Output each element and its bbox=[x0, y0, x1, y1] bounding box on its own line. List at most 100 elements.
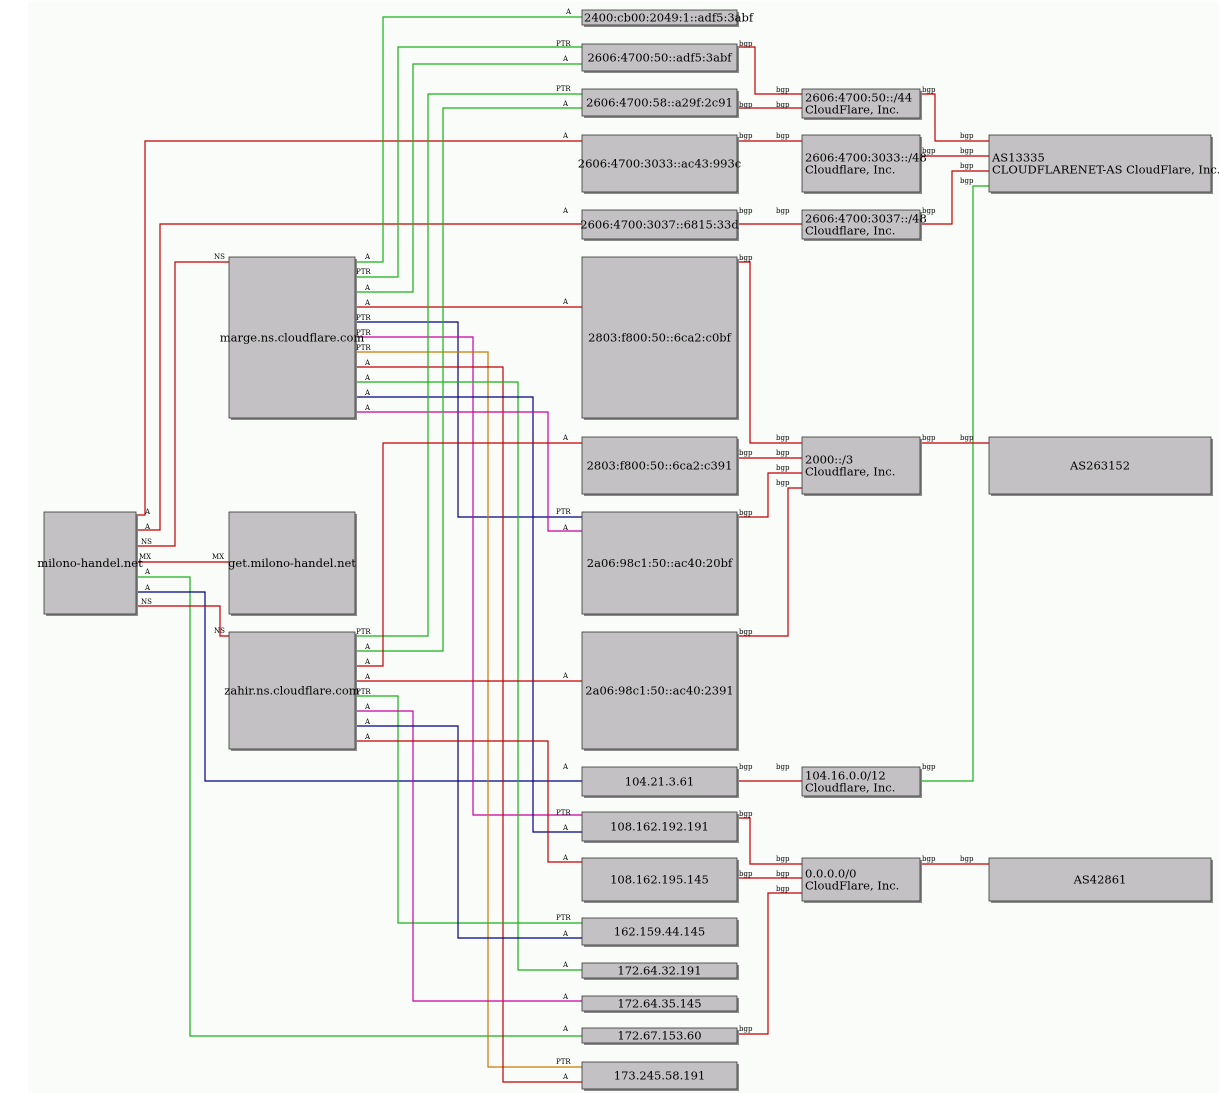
edge-milono-172-67 bbox=[137, 576, 582, 1037]
edge-label-a: A bbox=[562, 854, 569, 862]
edge-label-a: A bbox=[364, 299, 371, 307]
node-get[interactable]: get.milono-handel.net bbox=[228, 511, 357, 616]
node-ip-2606-58[interactable]: 2606:4700:58::a29f:2c91 bbox=[581, 88, 739, 118]
node-ip-2803-91[interactable]: 2803:f800:50::6ca2:c391 bbox=[581, 436, 739, 496]
node-box bbox=[581, 9, 738, 26]
edge-zahir-2803-91 bbox=[355, 442, 582, 667]
edge-label-a: A bbox=[364, 658, 371, 666]
edge-label-bgp: bgp bbox=[922, 763, 936, 771]
edge-label-bgp: bgp bbox=[739, 40, 753, 48]
edge-bgp-2a06-bf bbox=[737, 472, 802, 518]
edge-label-bgp: bgp bbox=[739, 449, 753, 457]
node-ip-173[interactable]: 173.245.58.191 bbox=[581, 1061, 739, 1091]
node-ip-2803-bf[interactable]: 2803:f800:50::6ca2:c0bf bbox=[581, 256, 739, 420]
node-ip-172-67[interactable]: 172.67.153.60 bbox=[581, 1027, 739, 1045]
edge-label-a: A bbox=[562, 1073, 569, 1081]
edge-label-bgp: bgp bbox=[776, 101, 790, 109]
edge-label-bgp: bgp bbox=[776, 479, 790, 487]
edge-label-bgp: bgp bbox=[776, 855, 790, 863]
edge-label-a: A bbox=[364, 389, 371, 397]
node-ip-108-191[interactable]: 108.162.192.191 bbox=[581, 811, 739, 843]
node-box bbox=[581, 88, 738, 117]
edge-marge-173 bbox=[355, 366, 582, 1083]
node-box bbox=[581, 811, 738, 842]
node-box bbox=[228, 511, 356, 615]
node-ip-2606-50[interactable]: 2606:4700:50::adf5:3abf bbox=[581, 43, 739, 73]
node-box bbox=[581, 995, 738, 1012]
edge-label-ptr: PTR bbox=[356, 628, 371, 636]
edge-label-a: A bbox=[562, 100, 569, 108]
node-ip-2a06-bf[interactable]: 2a06:98c1:50::ac40:20bf bbox=[581, 511, 739, 616]
edge-label-a: A bbox=[562, 993, 569, 1001]
edge-bgp-net-3037-as bbox=[920, 170, 989, 225]
edge-label-a: A bbox=[364, 359, 371, 367]
edge-label-bgp: bgp bbox=[922, 86, 936, 94]
node-label: 172.67.153.60 bbox=[617, 1029, 701, 1043]
node-milono[interactable]: milono-handel.net bbox=[37, 511, 143, 616]
edge-marge-ptr-2a06-bf bbox=[355, 321, 582, 518]
node-box bbox=[988, 857, 1212, 902]
edge-label-a: A bbox=[562, 434, 569, 442]
node-label: 2606:4700:3033::/48 bbox=[805, 151, 927, 165]
node-ip-2a06-91[interactable]: 2a06:98c1:50::ac40:2391 bbox=[581, 631, 739, 751]
node-label: AS42861 bbox=[1073, 873, 1127, 887]
node-as263152[interactable]: AS263152 bbox=[988, 436, 1213, 496]
edge-label-a: A bbox=[562, 298, 569, 306]
node-marge[interactable]: marge.ns.cloudflare.com bbox=[220, 256, 365, 420]
node-box bbox=[581, 436, 738, 495]
edge-label-ptr: PTR bbox=[356, 329, 371, 337]
node-box bbox=[801, 134, 921, 193]
node-box bbox=[581, 511, 738, 615]
node-label: 2400:cb00:2049:1::adf5:3abf bbox=[584, 11, 754, 25]
edge-label-bgp: bgp bbox=[922, 207, 936, 215]
edge-label-ns: NS bbox=[141, 598, 152, 606]
edge-label-a: A bbox=[562, 55, 569, 63]
node-box bbox=[801, 88, 921, 119]
edge-bgp-108-191 bbox=[737, 817, 802, 865]
edge-label-a: A bbox=[562, 824, 569, 832]
node-label: 2606:4700:58::a29f:2c91 bbox=[586, 96, 733, 110]
node-ip-3037[interactable]: 2606:4700:3037::6815:33d bbox=[580, 209, 739, 241]
node-box bbox=[988, 134, 1212, 193]
edge-zahir-ptr-2606-58 bbox=[355, 93, 582, 637]
edge-label-ns: NS bbox=[214, 627, 225, 635]
node-zahir[interactable]: zahir.ns.cloudflare.com bbox=[224, 631, 360, 751]
node-as42861[interactable]: AS42861 bbox=[988, 857, 1213, 903]
node-label: 2606:4700:3033::ac43:993c bbox=[578, 157, 742, 171]
edge-label-bgp: bgp bbox=[776, 870, 790, 878]
edge-label-bgp: bgp bbox=[960, 177, 974, 185]
node-ip-162[interactable]: 162.159.44.145 bbox=[581, 917, 739, 947]
node-ip-104[interactable]: 104.21.3.61 bbox=[581, 766, 739, 798]
node-ip-172-64-32[interactable]: 172.64.32.191 bbox=[581, 962, 739, 980]
node-label: milono-handel.net bbox=[37, 556, 143, 570]
node-label: Cloudflare, Inc. bbox=[805, 163, 895, 177]
node-box bbox=[581, 917, 738, 946]
node-ip-108-145[interactable]: 108.162.195.145 bbox=[581, 857, 739, 903]
edge-label-ns: NS bbox=[141, 538, 152, 546]
edge-label-a: A bbox=[364, 718, 371, 726]
node-label: marge.ns.cloudflare.com bbox=[220, 331, 365, 345]
node-label: 2a06:98c1:50::ac40:2391 bbox=[585, 684, 733, 698]
node-box bbox=[581, 766, 738, 797]
edge-label-ptr: PTR bbox=[556, 508, 571, 516]
edge-label-bgp: bgp bbox=[960, 855, 974, 863]
edge-zahir-2606-58 bbox=[355, 107, 582, 652]
edge-bgp-net-2606-50-as bbox=[920, 93, 989, 142]
node-label: 2606:4700:3037::/48 bbox=[805, 212, 927, 226]
node-box bbox=[801, 209, 921, 240]
edge-label-bgp: bgp bbox=[739, 1025, 753, 1033]
node-ip-3033[interactable]: 2606:4700:3033::ac43:993c bbox=[578, 134, 742, 194]
node-ip-2400[interactable]: 2400:cb00:2049:1::adf5:3abf bbox=[581, 9, 754, 27]
node-label: 173.245.58.191 bbox=[614, 1069, 705, 1083]
node-ip-172-64-35[interactable]: 172.64.35.145 bbox=[581, 995, 739, 1013]
edge-label-a: A bbox=[144, 508, 151, 516]
node-label: 2803:f800:50::6ca2:c0bf bbox=[588, 331, 732, 345]
edge-label-a: A bbox=[144, 523, 151, 531]
